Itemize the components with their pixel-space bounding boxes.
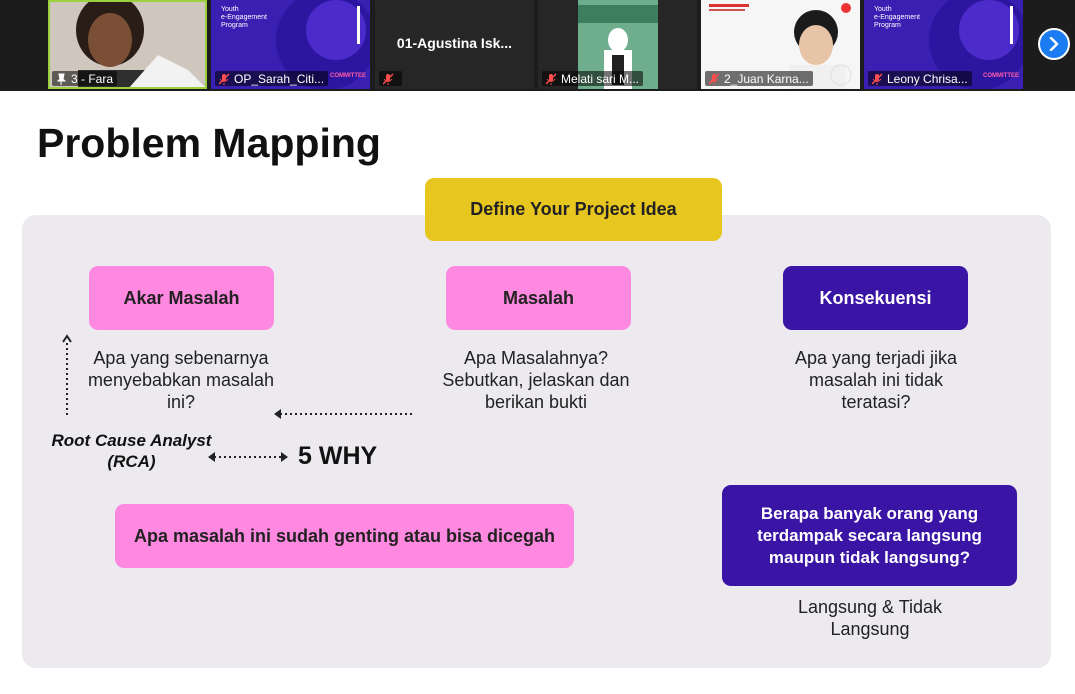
five-why-label: 5 WHY: [298, 442, 378, 470]
dotted-left-arrow: [274, 409, 412, 419]
dampak-box: Berapa banyak orang yang terdampak secar…: [722, 485, 1017, 586]
dotted-up-arrow: [62, 334, 72, 417]
participant-tile-leony[interactable]: Youth e-Engagement Program COMMITTEE Leo…: [864, 0, 1023, 89]
next-participants-button[interactable]: [1038, 28, 1070, 60]
participant-name: 3 - Fara: [52, 71, 118, 86]
masalah-box: Masalah: [446, 266, 631, 330]
langsung-description: Langsung & Tidak Langsung: [797, 597, 943, 639]
define-project-idea-box: Define Your Project Idea: [425, 178, 722, 241]
participant-tile-fara[interactable]: 3 - Fara: [48, 0, 207, 89]
slide-thumb-text: Youth e-Engagement Program: [221, 6, 267, 29]
akar-masalah-description: Apa yang sebenarnya menyebabkan masalah …: [87, 348, 275, 412]
participant-center-name: 01-Agustina Isk...: [396, 35, 513, 51]
chevron-right-icon: [1049, 37, 1059, 51]
participant-tile-sarah[interactable]: Youth e-Engagement Program COMMITTEE OP_…: [211, 0, 370, 89]
akar-masalah-box: Akar Masalah: [89, 266, 274, 330]
participant-video: [48, 0, 207, 89]
muted-mic-icon: [219, 72, 230, 85]
participant-name: 2_Juan Karna...: [705, 71, 813, 86]
participant-tile-agustina[interactable]: 01-Agustina Isk...: [375, 0, 534, 89]
muted-mic-icon: [546, 72, 557, 85]
shared-slide-thumbnail: [864, 0, 1023, 89]
slide-thumb-bar: [1010, 6, 1013, 44]
participant-strip: 3 - Fara Youth e-Engagement Program COMM…: [0, 0, 1075, 91]
pin-icon: [56, 73, 67, 85]
muted-mic-icon: [383, 72, 394, 85]
participant-tile-melati[interactable]: Melati sari M...: [538, 0, 697, 89]
genting-box: Apa masalah ini sudah genting atau bisa …: [115, 504, 574, 568]
slide-title: Problem Mapping: [37, 120, 381, 166]
slide-thumb-bar: [357, 6, 360, 44]
participant-name: Melati sari M...: [542, 71, 644, 86]
dotted-double-arrow: [208, 452, 288, 462]
participant-name: Leony Chrisa...: [868, 71, 972, 86]
muted-mic-icon: [872, 72, 883, 85]
root-cause-analyst-label: Root Cause Analyst (RCA): [51, 431, 212, 471]
masalah-description: Apa Masalahnya? Sebutkan, jelaskan dan b…: [442, 348, 630, 412]
muted-mic-icon: [709, 72, 720, 85]
committee-badge: COMMITTEE: [983, 73, 1019, 79]
konsekuensi-box: Konsekuensi: [783, 266, 968, 330]
participant-tile-juan[interactable]: 2_Juan Karna...: [701, 0, 860, 89]
slide-thumb-text: Youth e-Engagement Program: [874, 6, 920, 29]
konsekuensi-description: Apa yang terjadi jika masalah ini tidak …: [794, 348, 958, 412]
committee-badge: COMMITTEE: [330, 73, 366, 79]
participant-name: OP_Sarah_Citi...: [215, 71, 329, 86]
participant-name: [379, 71, 402, 86]
